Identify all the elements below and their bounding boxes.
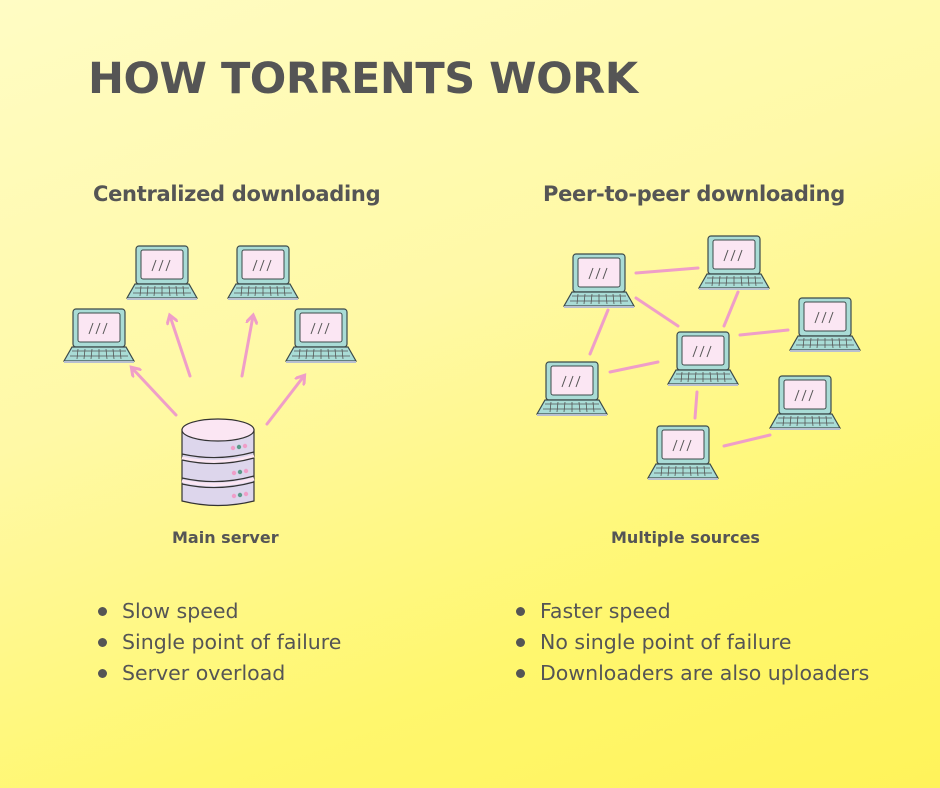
p2p-heading: Peer-to-peer downloading (543, 182, 845, 206)
laptop-icon (667, 331, 739, 386)
laptop-icon (698, 235, 770, 290)
laptop-icon (126, 245, 198, 300)
peer-link (693, 390, 699, 420)
laptop-icon (647, 425, 719, 480)
main-server-caption: Main server (172, 528, 279, 547)
bullet-item: Faster speed (516, 596, 869, 627)
bullet-text: Downloaders are also uploaders (540, 661, 870, 685)
bullet-item: No single point of failure (516, 627, 869, 658)
laptop-icon (63, 308, 135, 363)
laptop-icon (769, 375, 841, 430)
bullet-text: No single point of failure (540, 630, 792, 654)
download-arrow (170, 316, 192, 378)
download-arrow (240, 316, 253, 378)
bullet-text: Single point of failure (122, 630, 342, 654)
bullet-text: Faster speed (540, 599, 671, 623)
peer-link (588, 308, 610, 356)
centralized-bullet-list: Slow speed Single point of failure Serve… (98, 596, 341, 689)
page-title: HOW TORRENTS WORK (88, 54, 638, 104)
bullet-dot-icon (516, 669, 525, 678)
bullet-item: Slow speed (98, 596, 341, 627)
laptop-icon (563, 253, 635, 308)
peer-link (722, 290, 740, 328)
laptop-icon (536, 361, 608, 416)
peer-link (738, 328, 790, 337)
server-icon (181, 418, 255, 507)
bullet-item: Server overload (98, 658, 341, 689)
download-arrow (132, 368, 178, 417)
bullet-dot-icon (98, 669, 107, 678)
bullet-dot-icon (516, 607, 525, 616)
peer-link (722, 433, 772, 448)
laptop-icon (789, 297, 861, 352)
bullet-text: Server overload (122, 661, 286, 685)
download-arrow (265, 376, 304, 426)
peer-link (634, 266, 700, 275)
peer-link (608, 360, 660, 374)
bullet-item: Downloaders are also uploaders (516, 658, 869, 689)
bullet-dot-icon (98, 607, 107, 616)
p2p-bullet-list: Faster speed No single point of failure … (516, 596, 869, 689)
laptop-icon (285, 308, 357, 363)
bullet-dot-icon (98, 638, 107, 647)
laptop-icon (227, 245, 299, 300)
centralized-heading: Centralized downloading (93, 182, 381, 206)
bullet-dot-icon (516, 638, 525, 647)
multiple-sources-caption: Multiple sources (611, 528, 760, 547)
bullet-text: Slow speed (122, 599, 239, 623)
bullet-item: Single point of failure (98, 627, 341, 658)
peer-link (634, 296, 680, 328)
